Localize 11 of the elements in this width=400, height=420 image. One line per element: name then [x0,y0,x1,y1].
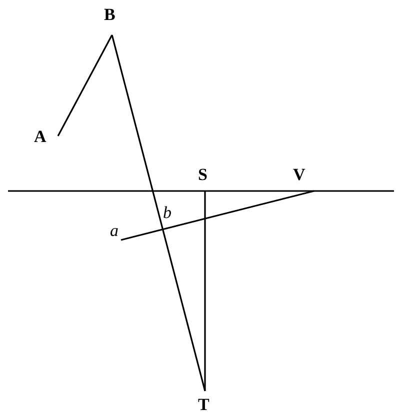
line-segment [57,34,113,136]
line-segment [204,191,206,391]
line-segment [120,190,314,241]
point-label: b [163,204,172,222]
point-label: A [34,128,46,146]
point-label: S [198,166,208,184]
line-segment [111,34,206,392]
point-label: B [104,6,116,24]
point-label: T [198,396,210,414]
point-label: a [110,222,118,240]
point-label: V [293,166,306,184]
